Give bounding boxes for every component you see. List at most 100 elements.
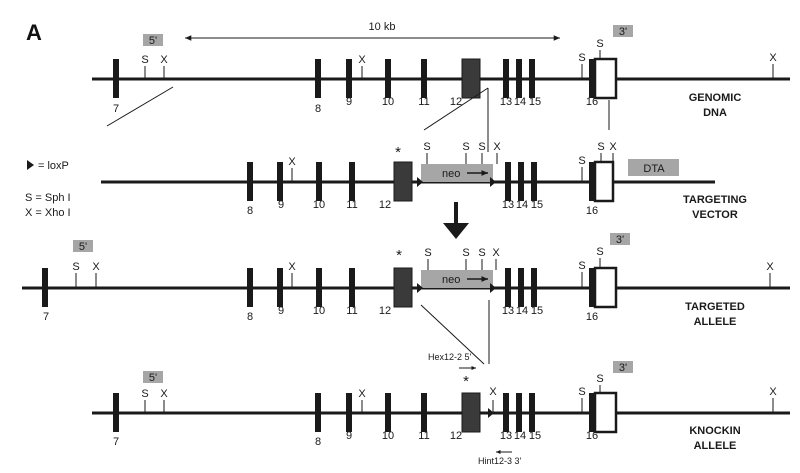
neo-cassette (421, 164, 493, 182)
exon-label-9: 9 (278, 199, 284, 211)
site-sph: S (597, 141, 604, 153)
legend-sph: S = Sph I (25, 192, 71, 204)
exon-label-8: 8 (247, 311, 253, 323)
loxp-icon (490, 283, 496, 293)
exon-label-14: 14 (514, 96, 526, 108)
exon-label-14: 14 (514, 430, 526, 442)
exon-label-8: 8 (315, 436, 321, 448)
exon-13 (503, 393, 509, 432)
targeted-allele-row: neo 5' 3' * S X X S S S X S S X 7 8 9 10 (22, 233, 790, 328)
site-sph: S (578, 386, 585, 398)
exon-label-12: 12 (379, 199, 391, 211)
site-sph: S (141, 54, 148, 66)
site-xho: X (92, 261, 100, 273)
exon-15 (529, 393, 535, 432)
loxp-icon (417, 283, 423, 293)
exon-label-8: 8 (247, 205, 253, 217)
exon-label-8: 8 (315, 103, 321, 115)
exon-label-16: 16 (586, 311, 598, 323)
site-xho: X (769, 52, 777, 64)
recombination-arrow (443, 202, 469, 239)
exon-9 (346, 393, 352, 432)
exon-label-11: 11 (346, 199, 357, 211)
row-title-line1: TARGETING (683, 194, 747, 206)
dta-label: DTA (643, 163, 665, 175)
exon-label-13: 13 (500, 96, 512, 108)
site-xho: X (489, 386, 497, 398)
probe-5prime (143, 34, 163, 46)
exon-14 (516, 393, 522, 432)
site-xho: X (160, 388, 168, 400)
loxp-icon (27, 160, 34, 170)
exon-7 (113, 393, 119, 432)
exon-label-12: 12 (450, 96, 462, 108)
exon-16-utr (593, 57, 618, 100)
mutation-asterisk: * (396, 247, 402, 264)
site-xho: X (493, 141, 501, 153)
probe-5prime-label: 5' (149, 372, 157, 384)
exon-10 (316, 162, 322, 201)
site-sph: S (596, 373, 603, 385)
site-sph: S (596, 246, 603, 258)
exon-10 (385, 393, 391, 432)
site-sph: S (578, 52, 585, 64)
site-sph: S (478, 247, 485, 259)
homology-connectors-2 (420, 300, 490, 365)
exon-label-12: 12 (379, 305, 391, 317)
homology-connectors-1 (106, 86, 610, 152)
site-xho: X (492, 247, 500, 259)
exon-8 (247, 268, 253, 307)
primer-forward-label: Hex12-2 5' (428, 352, 472, 362)
dta-cassette (628, 159, 679, 176)
exon-10 (316, 268, 322, 307)
site-xho: X (288, 156, 296, 168)
exon-7 (113, 59, 119, 98)
targeting-vector-row: neo DTA * X S S S X S S X 8 9 10 11 12 1… (101, 141, 747, 221)
exon-16-coding (589, 59, 595, 98)
neo-label: neo (442, 274, 460, 286)
exon-8 (315, 59, 321, 98)
row-title-line2: DNA (703, 107, 727, 119)
exon-15 (529, 59, 535, 98)
site-xho: X (288, 261, 296, 273)
probe-3prime (610, 233, 630, 245)
genomic-dna-row: 7 8 9 10 11 12 13 14 15 16 S X X S S X 5… (92, 25, 790, 119)
exon-15 (531, 162, 537, 201)
exon-11 (421, 59, 427, 98)
exon-label-11: 11 (418, 96, 429, 108)
probe-5prime-label: 5' (79, 241, 87, 253)
mutation-asterisk: * (463, 373, 469, 390)
exon-label-15: 15 (529, 96, 541, 108)
site-xho: X (358, 388, 366, 400)
exon-label-13: 13 (502, 199, 514, 211)
exon-label-9: 9 (278, 305, 284, 317)
site-sph: S (424, 247, 431, 259)
exon-label-16: 16 (586, 96, 598, 108)
exon-11 (349, 268, 355, 307)
knockin-allele-row: 5' 3' Hex12-2 5' Hint12-3 3' * S X X X S… (92, 352, 790, 466)
exon-label-10: 10 (313, 305, 325, 317)
exon-14 (516, 59, 522, 98)
exon-label-11: 11 (418, 430, 429, 442)
exon-16-utr (593, 160, 615, 203)
exon-label-9: 9 (346, 430, 352, 442)
exon-label-15: 15 (531, 305, 543, 317)
exon-13 (505, 162, 511, 201)
probe-3prime-label: 3' (619, 362, 627, 374)
exon-label-10: 10 (382, 430, 394, 442)
site-sph: S (596, 38, 603, 50)
site-sph: S (423, 141, 430, 153)
probe-5prime-label: 5' (149, 35, 157, 47)
exon-label-14: 14 (516, 305, 528, 317)
exon-label-12: 12 (450, 430, 462, 442)
legend: = loxP S = Sph I X = Xho I (25, 160, 71, 219)
exon-12-mutant (393, 161, 413, 202)
exon-label-7: 7 (43, 311, 49, 323)
probe-3prime-label: 3' (616, 234, 624, 246)
site-xho: X (358, 54, 366, 66)
probe-5prime (73, 240, 93, 252)
exon-label-10: 10 (382, 96, 394, 108)
exon-12-mutant (461, 392, 481, 433)
site-sph: S (72, 261, 79, 273)
